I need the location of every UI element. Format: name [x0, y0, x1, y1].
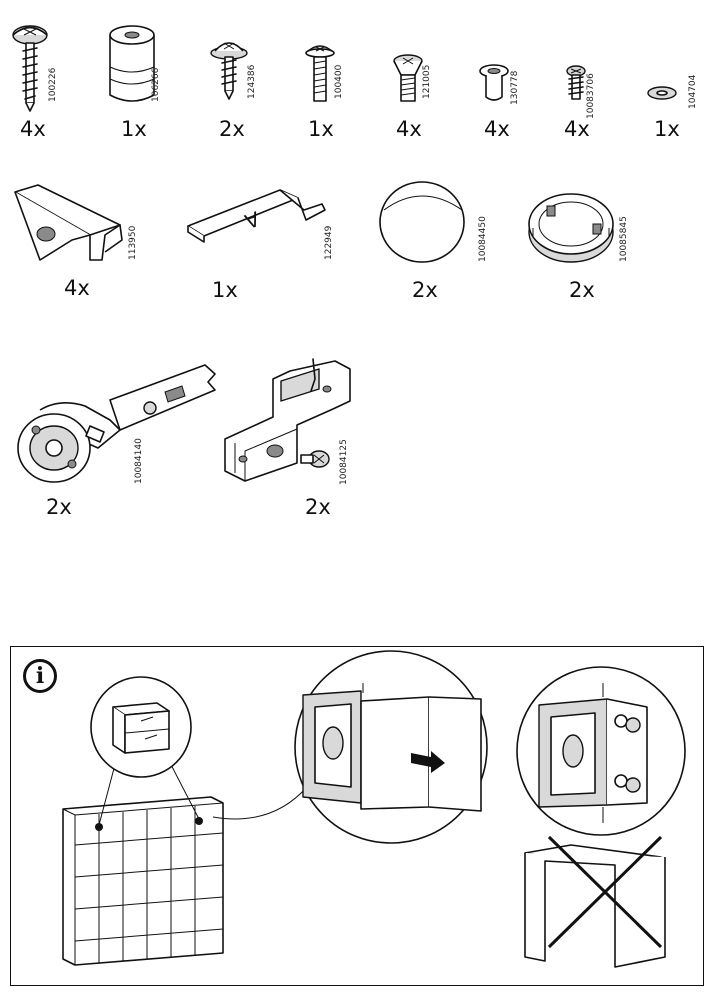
cross-mark-icon — [547, 835, 663, 949]
info-panel: i — [10, 646, 704, 986]
part-104704: 104704 1x — [640, 15, 710, 145]
part-122949: A 122949 1x — [180, 180, 340, 310]
part-number: 113950 — [128, 225, 138, 260]
barrel-nut-icon — [479, 64, 509, 101]
part-number: 124386 — [247, 64, 257, 99]
part-number: 10084450 — [478, 216, 488, 262]
round-cap-icon — [379, 181, 465, 263]
part-quantity: 4x — [20, 117, 46, 141]
part-number: 100226 — [48, 67, 58, 102]
part-124386: 124386 2x — [205, 15, 285, 145]
mounting-plate-icon — [224, 358, 351, 482]
part-100226: 100226 4x — [8, 15, 88, 145]
part-quantity: 4x — [396, 117, 422, 141]
part-quantity: 1x — [121, 117, 147, 141]
wrong-orientation-icon — [524, 844, 666, 968]
part-number: 130778 — [510, 70, 520, 105]
door-open-icon — [294, 650, 488, 844]
part-quantity: 2x — [569, 278, 595, 302]
part-quantity: 2x — [412, 278, 438, 302]
part-number: 100400 — [334, 64, 344, 99]
flange-screw-icon — [210, 42, 248, 100]
part-100400: 100400 1x — [296, 15, 366, 145]
part-10084140: 10084140 2x — [10, 360, 230, 530]
machine-screw-icon — [305, 45, 335, 102]
shelf-unit-icon — [62, 756, 224, 966]
washer-icon — [647, 86, 677, 100]
part-121005: 121005 4x — [386, 15, 456, 145]
part-quantity: 4x — [564, 117, 590, 141]
info-symbol: i — [35, 663, 45, 689]
sleeve-icon — [109, 25, 155, 102]
pan-head-screw-icon — [12, 25, 48, 112]
cabinet-hinge-icon — [17, 364, 216, 483]
part-number: 104704 — [688, 74, 698, 109]
hinge-detail-icon — [516, 666, 686, 836]
corner-bracket-icon — [14, 184, 123, 261]
part-quantity: 1x — [654, 117, 680, 141]
insert-box-icon — [90, 676, 192, 778]
part-10084125: 10084125 2x — [215, 355, 375, 530]
part-quantity: 1x — [308, 117, 334, 141]
part-106266: 106266 1x — [105, 15, 185, 145]
part-number: 122949 — [324, 225, 334, 260]
part-number: 10083706 — [586, 73, 596, 119]
part-quantity: 4x — [64, 276, 90, 300]
part-10083706: 10083706 4x — [556, 15, 626, 145]
part-quantity: 4x — [484, 117, 510, 141]
part-number: 10085845 — [619, 216, 629, 262]
part-number: 10084125 — [339, 439, 349, 485]
bent-plate-a-icon: A — [187, 189, 326, 243]
arrow-right-icon — [411, 751, 445, 773]
part-113950: 113950 4x — [10, 180, 150, 310]
part-quantity: 2x — [219, 117, 245, 141]
countersunk-screw-icon — [393, 54, 423, 102]
part-10085845: 10085845 2x — [525, 180, 645, 310]
part-quantity: 1x — [212, 278, 238, 302]
part-number: 106266 — [151, 67, 161, 102]
info-icon: i — [23, 659, 57, 693]
part-quantity: 2x — [305, 495, 331, 519]
part-10084450: 10084450 2x — [370, 180, 490, 310]
part-quantity: 2x — [46, 495, 72, 519]
hinge-cup-icon — [528, 193, 614, 263]
small-screw-icon — [566, 65, 586, 100]
info-illustration — [62, 650, 686, 968]
part-number: 121005 — [422, 64, 432, 99]
part-130778: 130778 4x — [470, 15, 540, 145]
part-number: 10084140 — [134, 438, 144, 484]
